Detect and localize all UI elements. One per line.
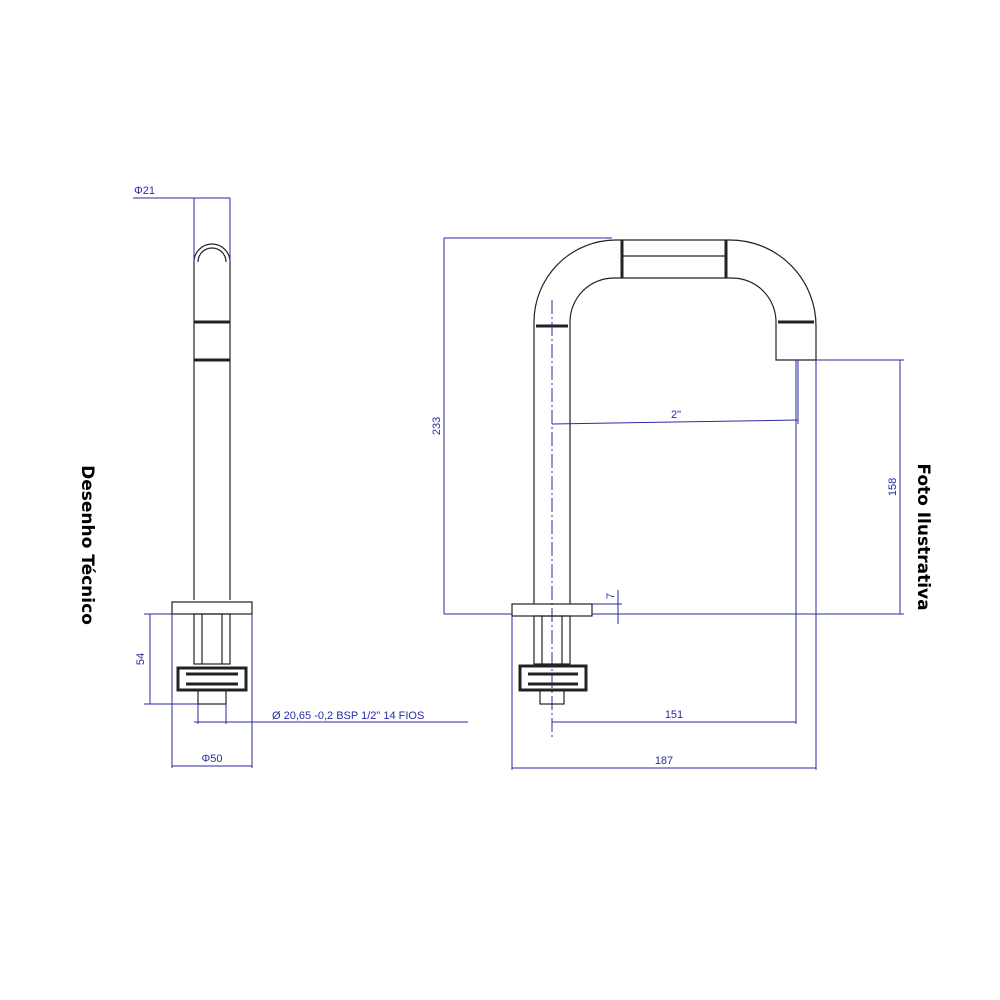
side-pipe bbox=[193, 243, 231, 600]
dim-2in-line bbox=[551, 419, 799, 425]
front-base-stem bbox=[533, 615, 571, 665]
dim-phi21-label: Φ21 bbox=[134, 185, 155, 197]
front-spout-outer bbox=[533, 239, 817, 604]
dim-158-label: 158 bbox=[887, 478, 899, 496]
side-nut bbox=[176, 666, 248, 692]
side-pipe-cap-line bbox=[197, 247, 227, 263]
side-thread bbox=[197, 689, 227, 705]
dim-233-label: 233 bbox=[431, 417, 443, 435]
front-nut bbox=[518, 664, 588, 692]
side-view: Φ21 54 Ø 20,65 -0,2 BSP 1/2" 14 FIOS Φ50… bbox=[77, 185, 468, 768]
front-thread bbox=[539, 689, 565, 705]
left-view-title: Desenho Técnico bbox=[77, 465, 97, 625]
side-base-stem bbox=[193, 613, 231, 665]
dim-thread-label: Ø 20,65 -0,2 BSP 1/2" 14 FIOS bbox=[272, 710, 424, 722]
right-view-title: Foto Ilustrativa bbox=[913, 463, 933, 610]
dim-7-label: 7 bbox=[605, 593, 617, 599]
dim-2in-label: 2" bbox=[671, 409, 681, 421]
dim-151-label: 151 bbox=[665, 709, 683, 721]
dim-187-label: 187 bbox=[655, 755, 673, 767]
front-view: 233 2" 158 7 151 187 Foto Ilustrativa bbox=[431, 237, 933, 770]
dim-phi50-label: Φ50 bbox=[201, 753, 222, 765]
front-spout-inner bbox=[569, 277, 796, 604]
side-base-plate bbox=[171, 601, 253, 615]
dim-54-label: 54 bbox=[135, 653, 147, 665]
